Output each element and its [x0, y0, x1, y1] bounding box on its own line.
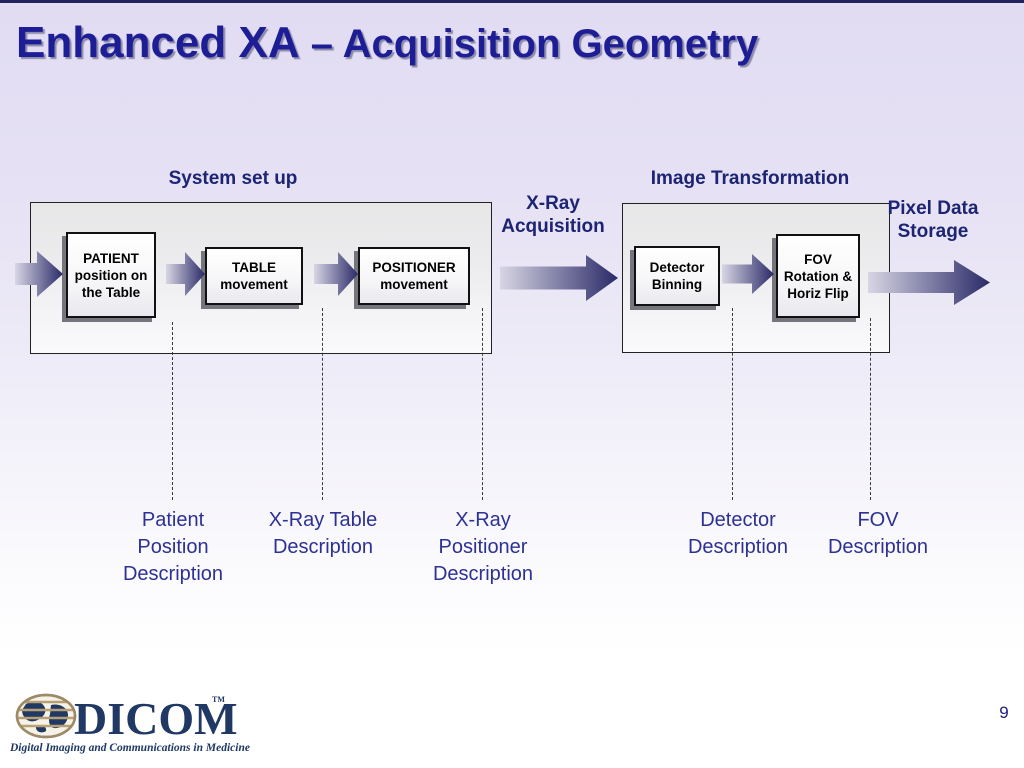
- dicom-logo-text: DICOM: [74, 693, 238, 742]
- patient-to-table-arrow-icon: [166, 252, 205, 296]
- title-separator: –: [299, 22, 343, 66]
- patient-dashed-connector-line: [172, 322, 173, 500]
- table-dashed-connector-line: [322, 308, 323, 500]
- positioner-movement-box: POSITIONER movement: [358, 247, 470, 305]
- dicom-logo: DICOM TM Digital Imaging and Communicati…: [8, 684, 250, 764]
- detector-to-fov-arrow-icon: [722, 254, 774, 294]
- positioner-dashed-connector-line: [482, 308, 483, 500]
- dicom-logo-tm: TM: [212, 695, 225, 704]
- fov-rotation-box: FOV Rotation & Horiz Flip: [776, 234, 860, 318]
- top-border-strip: [0, 0, 1024, 3]
- table-to-positioner-arrow-icon: [314, 252, 358, 296]
- xray-acquisition-arrow-icon: [500, 255, 618, 301]
- patient-position-description-label: Patient Position Description: [122, 509, 224, 585]
- xray-table-description-label: X-Ray Table Description: [268, 509, 378, 558]
- dicom-logo-tagline: Digital Imaging and Communications in Me…: [10, 742, 250, 754]
- table-movement-box: TABLE movement: [205, 247, 303, 305]
- pixel-data-storage-label: Pixel Data Storage: [887, 198, 979, 242]
- patient-position-box: PATIENT position on the Table: [66, 232, 156, 318]
- xray-acquisition-label: X-Ray Acquisition: [501, 193, 605, 237]
- system-setup-group-label: System set up: [168, 168, 298, 189]
- title-sub: Acquisition Geometry: [342, 22, 759, 66]
- fov-dashed-connector-line: [870, 318, 871, 500]
- page-number: 9: [999, 703, 1009, 722]
- fov-description-label: FOV Description: [827, 509, 929, 558]
- detector-binning-box: Detector Binning: [634, 246, 720, 306]
- image-transformation-group-label: Image Transformation: [650, 168, 850, 189]
- title-main: Enhanced XA: [16, 18, 300, 67]
- page-title: Enhanced XA – Acquisition Geometry: [16, 18, 1006, 68]
- pixel-data-storage-arrow-icon: [868, 260, 990, 305]
- dicom-globe-icon: DICOM TM: [15, 693, 238, 742]
- detector-dashed-connector-line: [732, 308, 733, 500]
- detector-description-label: Detector Description: [687, 509, 789, 558]
- xray-positioner-description-label: X-Ray Positioner Description: [432, 509, 534, 585]
- entry-arrow-right-icon: [15, 251, 63, 297]
